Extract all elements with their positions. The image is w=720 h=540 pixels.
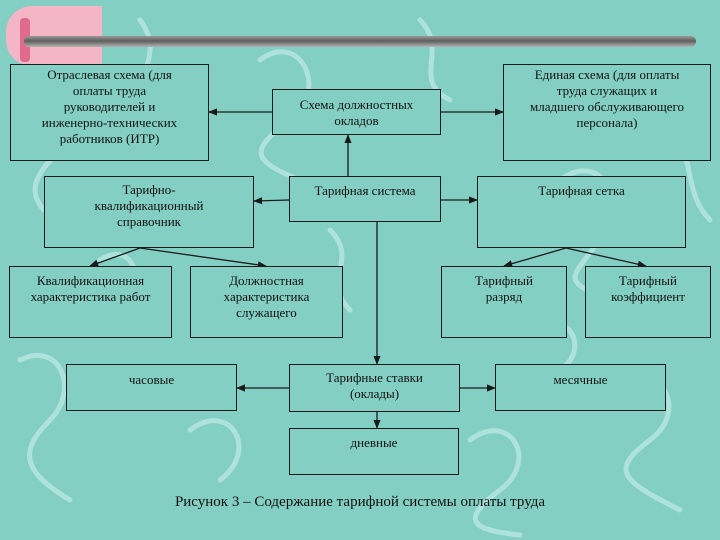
title-rule [24,36,696,47]
node-chasovye: часовые [66,364,237,411]
node-dolzhnostnaya-harakteristika-label: Должностная характеристика служащего [223,273,310,320]
node-tarifnye-stavki: Тарифные ставки (оклады) [289,364,460,412]
node-tarifnaya-setka-label: Тарифная сетка [538,183,625,198]
node-mesyachnye: месячные [495,364,666,411]
node-tarifnye-stavki-label: Тарифные ставки (оклады) [326,370,423,401]
node-kvalifikacionnaya-harakteristika-label: Квалификационная характеристика работ [30,273,151,304]
node-tarifnaya-sistema: Тарифная система [289,176,441,222]
node-dolzhnostnaya-harakteristika: Должностная характеристика служащего [190,266,343,338]
node-tarifnaya-setka: Тарифная сетка [477,176,686,248]
node-otraslevaya-skhema-label: Отраслевая схема (для оплаты труда руков… [41,67,178,146]
node-dnevnye: дневные [289,428,459,475]
node-tarifno-kvalifikacionny-spravochnik: Тарифно- квалификационный справочник [44,176,254,248]
node-tarifny-koefficient: Тарифный коэффициент [585,266,711,338]
node-skhema-dolzhnostnyh-okladov-label: Схема должностных окладов [299,97,414,128]
node-tarifny-razryad: Тарифный разряд [441,266,567,338]
node-kvalifikacionnaya-harakteristika: Квалификационная характеристика работ [9,266,172,338]
node-tarifno-kvalifikacionny-spravochnik-label: Тарифно- квалификационный справочник [94,182,204,229]
node-skhema-dolzhnostnyh-okladov: Схема должностных окладов [272,89,441,135]
node-edinaya-skhema-label: Единая схема (для оплаты труда служащих … [529,67,684,130]
node-tarifny-koefficient-label: Тарифный коэффициент [611,273,685,304]
node-tarifnaya-sistema-label: Тарифная система [314,183,416,198]
node-mesyachnye-label: месячные [553,372,608,387]
node-edinaya-skhema: Единая схема (для оплаты труда служащих … [503,64,711,161]
node-tarifny-razryad-label: Тарифный разряд [475,273,533,304]
node-dnevnye-label: дневные [350,435,398,450]
figure-caption: Рисунок 3 – Содержание тарифной системы … [174,494,546,510]
node-otraslevaya-skhema: Отраслевая схема (для оплаты труда руков… [10,64,209,161]
node-chasovye-label: часовые [128,372,175,387]
